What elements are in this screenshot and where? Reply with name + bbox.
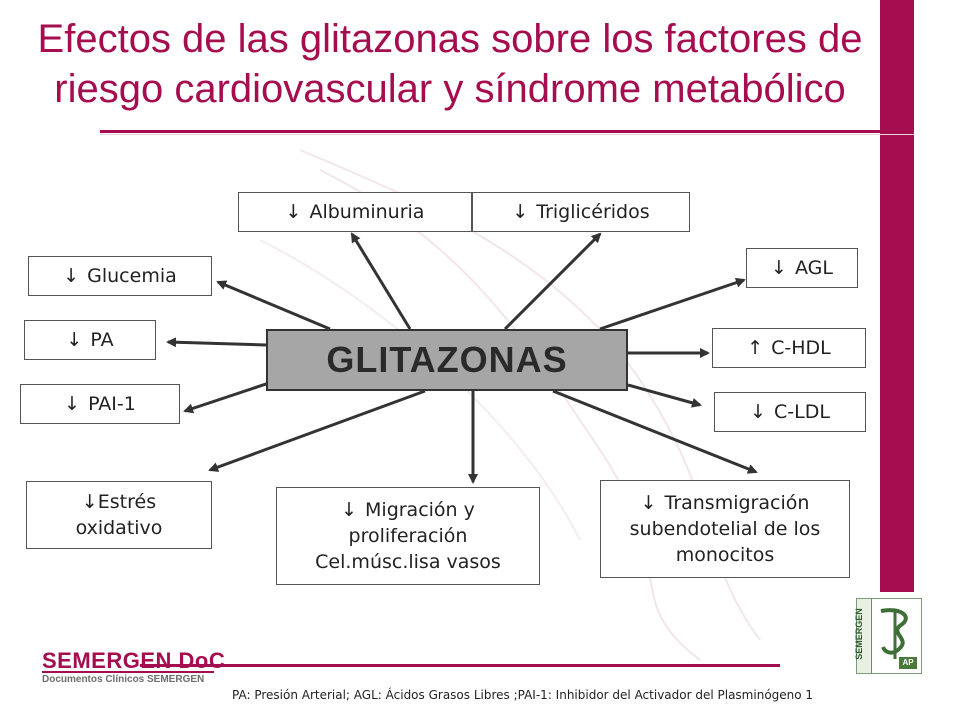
semergen-ap-badge: SEMERGEN AP [853,598,922,674]
arrow-to-albuminuria [350,232,412,330]
down-arrow-icon: ↓ [64,393,81,415]
node-migracion-line-2: proliferación [348,525,468,547]
node-pa: ↓ PA [24,320,156,360]
title-divider [100,130,914,133]
down-arrow-icon: ↓ [81,491,98,513]
node-chdl: ↑ C-HDL [712,328,866,368]
arrow-to-glucemia [216,280,331,331]
badge-ap-label: AP [899,657,917,669]
down-arrow-icon: ↓ [66,329,83,351]
node-transmigracion-line-3: monocitos [675,544,775,566]
node-cldl-label: C-LDL [773,401,830,423]
down-arrow-icon: ↓ [512,201,529,223]
brand-side-bar [880,0,914,592]
node-transmigracion-line-2: subendotelial de los [629,518,821,540]
down-arrow-icon: ↓ [771,257,787,279]
node-migracion-line-1: ↓Migración y [341,499,475,521]
node-estres-line-1: ↓Estrés [81,491,157,513]
node-agl-label: AGL [794,257,833,279]
caduceus-icon [880,608,908,659]
title-line-1: Efectos de las glitazonas sobre los fact… [37,17,863,61]
node-agl: ↓ AGL [746,248,858,288]
node-pai1-label: PAI-1 [88,393,136,415]
central-node-glitazonas: GLITAZONAS [266,329,628,391]
node-trigliceridos: ↓ Triglicéridos [472,192,690,232]
node-estres-oxidativo: ↓Estrés oxidativo [26,481,212,549]
down-arrow-icon: ↓ [750,401,766,423]
logo-brand-name: SEMERGEN [42,648,172,673]
node-glucemia: ↓ Glucemia [28,256,212,296]
arrow-to-pa [166,337,267,348]
node-estres-line-2: oxidativo [75,517,163,539]
logo-brand-suffix: DoC [178,648,226,673]
semergen-doc-logo: SEMERGEN DoC [42,648,225,674]
node-chdl-label: C-HDL [771,337,831,359]
node-trigliceridos-label: Triglicéridos [536,201,650,223]
footer-divider [140,664,780,667]
node-pai1: ↓ PAI-1 [20,384,180,424]
badge-text: SEMERGEN [853,608,864,660]
arrow-to-agl [599,277,746,331]
node-albuminuria: ↓ Albuminuria [238,192,472,232]
node-glucemia-label: Glucemia [87,265,177,287]
up-arrow-icon: ↑ [747,337,764,359]
down-arrow-icon: ↓ [640,492,657,514]
node-migracion-line-3: Cel.músc.lisa vasos [315,551,501,573]
page-title: Efectos de las glitazonas sobre los fact… [10,14,890,114]
logo-subtitle: Documentos Clínicos SEMERGEN [42,674,205,685]
node-cldl: ↓ C-LDL [714,392,866,432]
node-migracion-proliferacion: ↓Migración y proliferación Cel.músc.lisa… [276,487,540,585]
title-line-2: riesgo cardiovascular y síndrome metaból… [54,67,846,111]
arrow-to-estres [208,389,426,472]
arrow-to-transmigracion [552,389,758,474]
arrow-to-trigliceridos [503,232,602,331]
node-pa-label: PA [90,329,114,351]
node-transmigracion: ↓Transmigración subendotelial de los mon… [600,480,850,578]
down-arrow-icon: ↓ [63,265,80,287]
logo-underline [42,671,214,673]
down-arrow-icon: ↓ [285,201,302,223]
node-albuminuria-label: Albuminuria [309,201,425,223]
down-arrow-icon: ↓ [341,499,358,521]
arrow-to-cldl [627,383,702,408]
footnote-abbreviations: PA: Presión Arterial; AGL: Ácidos Grasos… [232,688,814,702]
node-transmigracion-line-1: ↓Transmigración [640,492,810,514]
title-divider-shadow [100,134,914,135]
